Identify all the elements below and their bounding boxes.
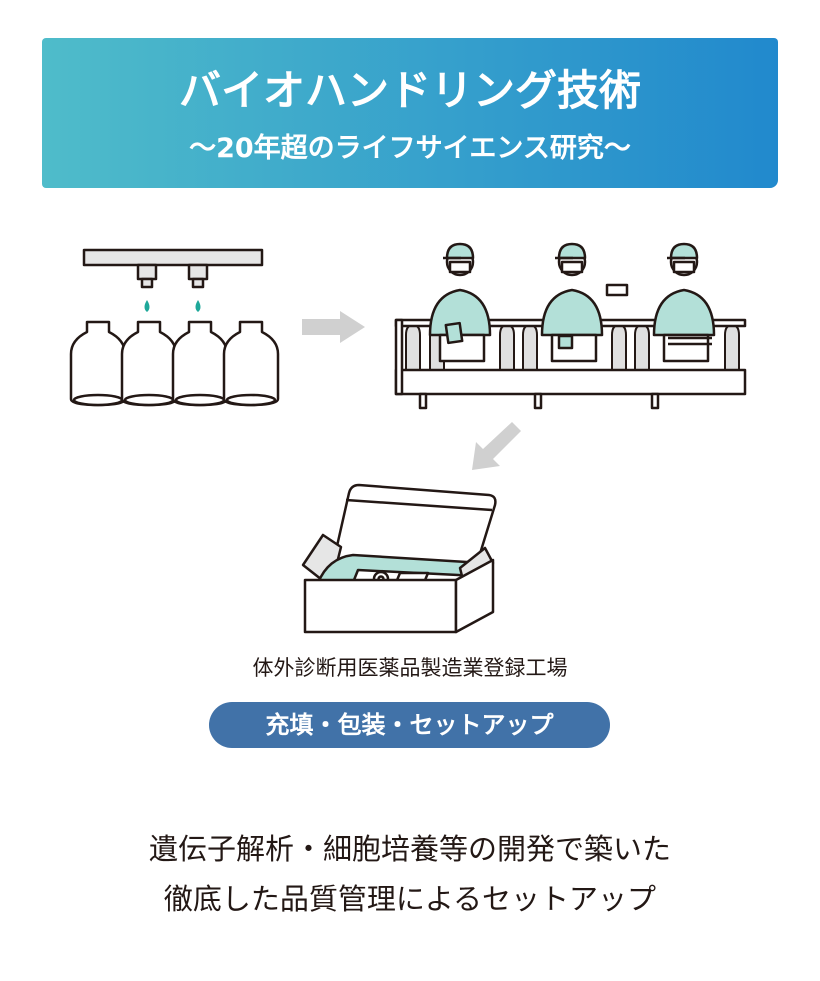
process-illustration — [69, 242, 747, 634]
factory-caption: 体外診断用医薬品製造業登録工場 — [252, 656, 568, 680]
description-line-2: 徹底した品質管理によるセットアップ — [163, 882, 657, 916]
process-badge: 充填・包装・セットアップ — [209, 702, 610, 748]
arrow-down-left-icon — [472, 422, 521, 470]
page-title: バイオハンドリング技術 — [178, 66, 641, 115]
description-line-1: 遺伝子解析・細胞培養等の開発で築いた — [148, 832, 671, 866]
arrow-right-icon — [302, 311, 365, 343]
bottles-icon — [69, 320, 280, 407]
workers-icon — [428, 242, 716, 363]
header-banner: バイオハンドリング技術 〜20年超のライフサイエンス研究〜 — [42, 38, 778, 188]
dispenser-icon — [82, 248, 264, 312]
page-subtitle: 〜20年超のライフサイエンス研究〜 — [189, 133, 631, 164]
kit-box-icon — [301, 483, 497, 634]
